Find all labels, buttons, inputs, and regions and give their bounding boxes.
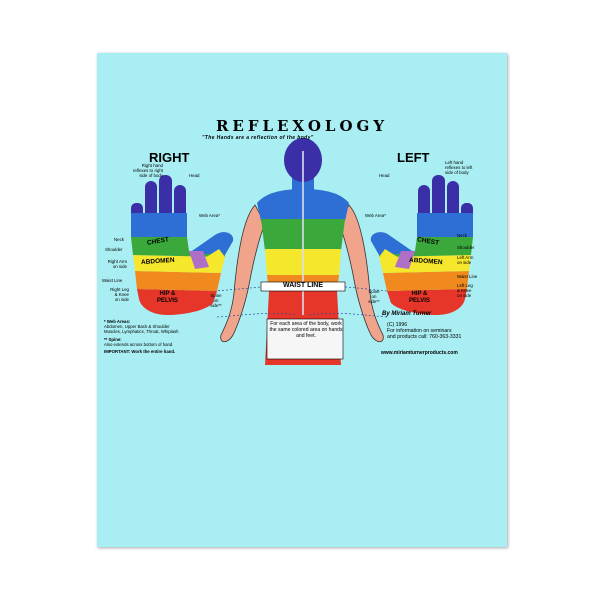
body-figure xyxy=(220,138,384,365)
waist-line-band xyxy=(260,281,346,292)
web-areas-note-title: * Web Areas: xyxy=(104,319,131,324)
instruction-box-bg xyxy=(266,318,344,360)
right-hip-zone-label: HIP &PELVIS xyxy=(157,291,178,304)
right-waist-line-label: Waist Line xyxy=(102,278,123,283)
left-head-label: Head xyxy=(379,173,390,178)
left-hip-zone-label: HIP &PELVIS xyxy=(409,291,430,304)
left-hand-thumb-web xyxy=(395,251,415,269)
right-hand-heading: RIGHT xyxy=(149,150,190,165)
left-neck-label: Neck xyxy=(457,233,468,238)
left-hand-figure xyxy=(370,175,473,315)
poster-subtitle: "The Hands are a reflection of the body" xyxy=(202,135,314,141)
info-line1: For information on seminars xyxy=(387,328,452,334)
left-hand-heading: LEFT xyxy=(397,150,430,165)
poster-title: REFLEXOLOGY xyxy=(215,117,389,135)
instruction-text: For each area of the body, work the same… xyxy=(269,321,343,339)
left-web-areas-label: Web Area* xyxy=(365,213,386,218)
left-hand-palm-blue xyxy=(417,223,473,237)
spine-connector-left xyxy=(216,312,298,318)
left-hand-thumb xyxy=(370,232,415,255)
right-hand-palm-blue xyxy=(131,223,187,237)
author-credit: By Miriam Turner xyxy=(382,311,432,317)
right-web-areas-label: Web Area* xyxy=(199,213,220,218)
reflexology-poster: REFLEXOLOGY "The Hands are a reflection … xyxy=(97,53,507,547)
web-areas-note-line1: Abdomen, Upper Back & Shoulder xyxy=(104,324,170,330)
right-hand-thumb-web xyxy=(189,251,209,269)
right-hand-thumb xyxy=(189,232,234,255)
right-hand-palm-orange xyxy=(135,271,221,291)
right-hand-figure xyxy=(131,175,234,315)
left-waist-line-label: Waist Line xyxy=(457,274,478,279)
right-finger-tip-blue xyxy=(131,213,187,225)
reflexology-artwork xyxy=(131,138,473,365)
left-shoulder-label: Shoulder xyxy=(457,245,475,250)
spine-note-title: ** Spine: xyxy=(104,336,122,342)
left-arm-skin xyxy=(220,204,266,343)
waist-connector-left xyxy=(181,286,262,292)
website-link[interactable]: www.miriamturnerproducts.com xyxy=(381,350,458,356)
right-head-label: Head xyxy=(189,173,200,178)
right-arm-skin xyxy=(338,204,384,343)
connector-lines xyxy=(181,286,418,318)
right-shoulder-label: Shoulder xyxy=(105,247,123,252)
web-areas-note-line2: Muscles, Lymphatics, Throat, Whiplash xyxy=(104,329,179,335)
important-note: IMPORTANT: Work the entire hand. xyxy=(104,349,176,355)
spine-note-text: Also extends across bottom of hand. xyxy=(104,341,174,347)
left-hand-palm-orange xyxy=(383,271,469,291)
right-neck-label: Neck xyxy=(114,237,125,242)
copyright-text: (C) 1996 xyxy=(387,322,408,328)
left-finger-tip-blue xyxy=(417,213,473,225)
left-middle-finger xyxy=(432,175,445,225)
spine-connector-right xyxy=(308,312,388,318)
notes-block: * Web Areas: Abdomen, Upper Back & Shoul… xyxy=(104,319,239,354)
waist-line-label: WAIST LINE xyxy=(282,282,324,289)
credits-info: (C) 1996 For information on seminars and… xyxy=(387,322,461,340)
right-middle-finger xyxy=(159,175,172,225)
right-hand-palm-red xyxy=(137,289,217,315)
info-line2: and products call: 760-363-3331 xyxy=(387,334,462,340)
left-hand-palm-red xyxy=(387,289,467,315)
